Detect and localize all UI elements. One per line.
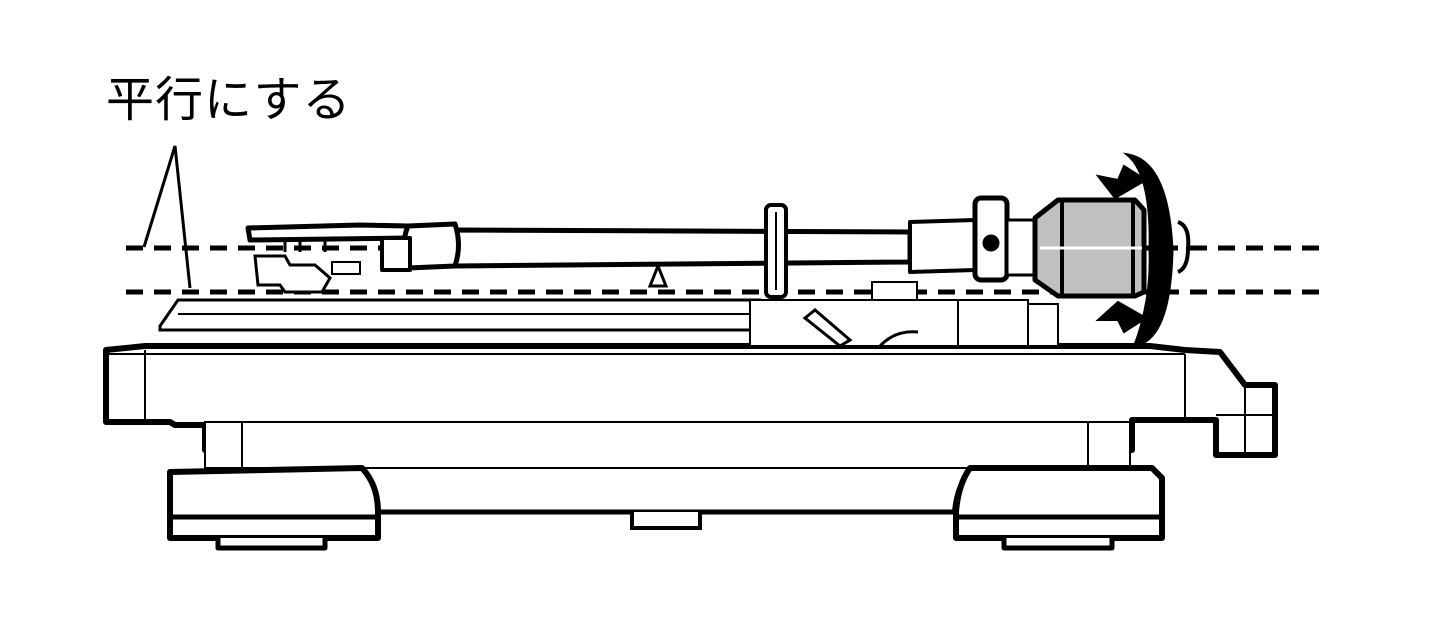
parallel-instruction-label: 平行にする xyxy=(106,72,352,128)
tonearm-base xyxy=(749,281,1059,348)
counterweight xyxy=(1032,197,1191,299)
rotation-arrow-icon xyxy=(1095,152,1174,347)
leader-lines xyxy=(142,145,192,289)
arm-lift xyxy=(647,261,669,288)
arm-rest xyxy=(764,203,788,299)
tonearm xyxy=(245,195,1037,283)
right-foot xyxy=(953,465,1165,551)
left-foot xyxy=(167,465,381,551)
headshell-cartridge xyxy=(253,240,361,294)
turntable-base xyxy=(103,298,1278,530)
